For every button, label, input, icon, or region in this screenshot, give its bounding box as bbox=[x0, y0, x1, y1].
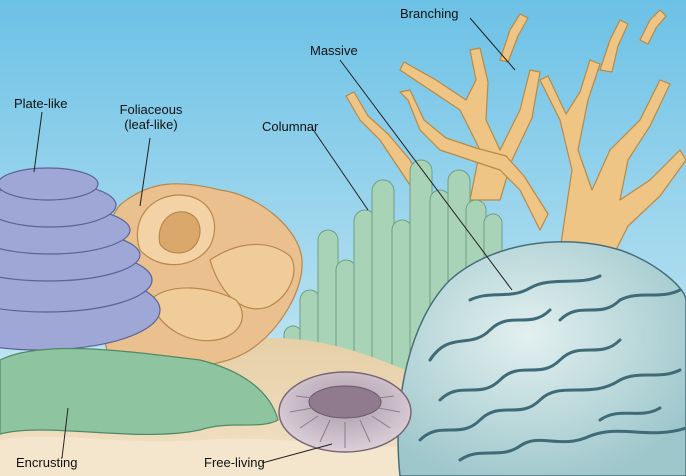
free-living-label: Free-living bbox=[204, 455, 265, 470]
plate-like-leader bbox=[33, 111, 43, 173]
foliaceous-label-line1: Foliaceous bbox=[119, 102, 183, 117]
encrusting-leader bbox=[61, 407, 69, 459]
plate-like-coral bbox=[0, 167, 161, 351]
columnar-label: Columnar bbox=[262, 119, 319, 134]
foliaceous-label: Foliaceous (leaf-like) bbox=[115, 102, 187, 132]
foliaceous-label-line2: (leaf-like) bbox=[124, 117, 178, 132]
plate-like-label: Plate-like bbox=[14, 96, 68, 111]
branching-leader bbox=[469, 17, 516, 71]
branching-coral bbox=[345, 9, 686, 251]
free-living-leader bbox=[261, 443, 333, 464]
encrusting-coral bbox=[0, 347, 279, 436]
encrusting-label: Encrusting bbox=[16, 455, 78, 470]
massive-brain-coral bbox=[397, 241, 686, 476]
foliaceous-coral bbox=[98, 183, 303, 369]
massive-leader bbox=[339, 59, 513, 291]
free-living-coral bbox=[278, 371, 412, 453]
branching-label: Branching bbox=[400, 6, 459, 21]
columnar-leader bbox=[311, 127, 369, 211]
label-leader-lines bbox=[33, 17, 516, 464]
massive-label: Massive bbox=[310, 43, 358, 58]
foliaceous-leader bbox=[139, 137, 151, 207]
